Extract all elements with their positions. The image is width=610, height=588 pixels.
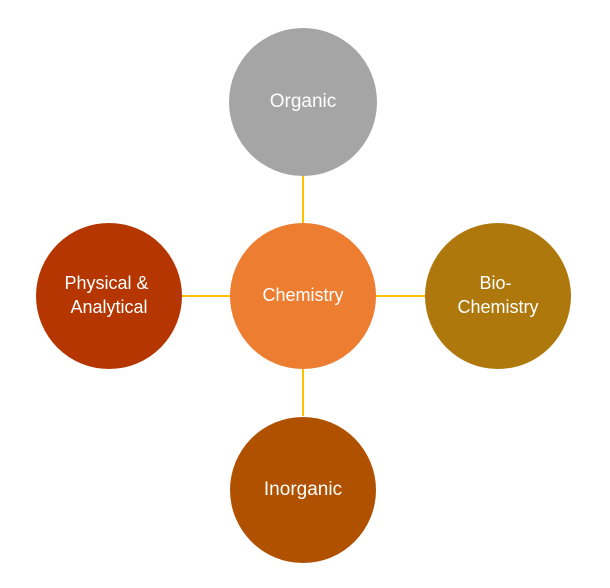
node-organic-label-line-1: Organic [270, 91, 337, 112]
node-physical-analytical-label: Physical & Analytical [64, 273, 153, 317]
node-biochemistry: Bio- Chemistry [425, 223, 571, 369]
node-physical-analytical-label-line-1: Physical & [64, 273, 148, 293]
node-physical-analytical-circle [36, 223, 182, 369]
node-organic-circle [229, 28, 377, 176]
node-biochemistry-label-line-1: Bio- [479, 273, 511, 293]
node-organic: Organic [229, 28, 377, 176]
node-inorganic: Inorganic [230, 417, 376, 563]
node-chemistry-center-label: Chemistry [262, 285, 343, 305]
node-organic-label: Organic [270, 91, 337, 112]
node-chemistry-center: Chemistry [230, 223, 376, 369]
node-inorganic-label-line-1: Inorganic [264, 479, 342, 500]
node-physical-analytical-label-line-2: Analytical [70, 297, 147, 317]
connectors [182, 176, 425, 416]
node-biochemistry-circle [425, 223, 571, 369]
node-chemistry-center-circle [230, 223, 376, 369]
node-inorganic-circle [230, 417, 376, 563]
node-biochemistry-label-line-2: Chemistry [457, 297, 538, 317]
node-biochemistry-label: Bio- Chemistry [457, 273, 538, 317]
node-physical-analytical: Physical & Analytical [36, 223, 182, 369]
node-inorganic-label: Inorganic [264, 479, 342, 500]
node-chemistry-center-label-line-1: Chemistry [262, 285, 343, 305]
